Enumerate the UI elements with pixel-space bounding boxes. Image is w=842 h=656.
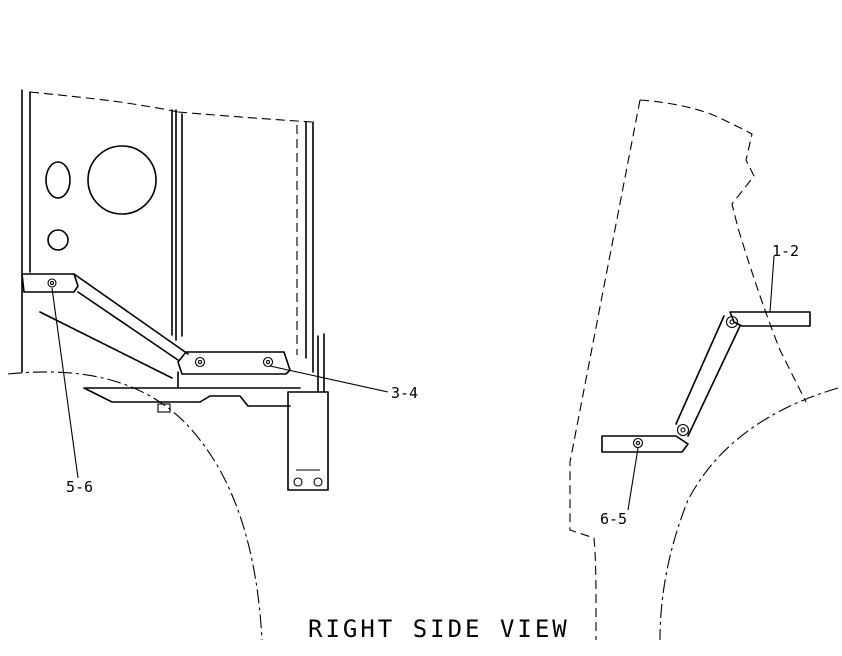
callout-3-4: 3-4 bbox=[391, 384, 418, 402]
middle-bolt-a bbox=[194, 356, 206, 368]
middle-pivot bbox=[676, 423, 690, 437]
base-plate bbox=[83, 371, 301, 407]
base-bolt-head bbox=[157, 403, 171, 413]
leader-1-2 bbox=[769, 255, 775, 313]
right-frame-edge bbox=[639, 99, 807, 403]
middle-bolt-b-inner bbox=[265, 359, 271, 365]
channel-right-wall bbox=[305, 121, 314, 373]
left-bolt bbox=[47, 278, 57, 288]
frame-hole-small bbox=[47, 229, 69, 251]
left-wheel-arc bbox=[7, 371, 263, 641]
left-bolt-inner bbox=[49, 280, 55, 286]
bottom-bolt-inner bbox=[635, 440, 641, 446]
callout-5-6: 5-6 bbox=[66, 478, 93, 496]
right-assembly bbox=[569, 99, 839, 641]
callout-1-2: 1-2 bbox=[772, 242, 799, 260]
channel-left-wall bbox=[171, 109, 183, 341]
arm-lower-edge bbox=[39, 311, 173, 379]
link-arm bbox=[675, 315, 741, 437]
leader-3-4 bbox=[269, 365, 389, 393]
middle-bolt-a-inner bbox=[197, 359, 203, 365]
hanging-bolt-b bbox=[313, 477, 323, 487]
left-pad bbox=[21, 273, 79, 293]
hanging-bracket bbox=[287, 333, 329, 491]
leader-5-6 bbox=[51, 287, 79, 479]
leader-6-5 bbox=[627, 447, 639, 511]
view-title: RIGHT SIDE VIEW bbox=[308, 615, 570, 643]
left-assembly bbox=[7, 89, 329, 641]
bottom-bolt bbox=[632, 437, 644, 449]
right-wheel-arc bbox=[659, 387, 839, 641]
middle-pad bbox=[177, 351, 291, 375]
bottom-pad bbox=[601, 435, 689, 453]
top-pivot-inner bbox=[729, 319, 735, 325]
callout-6-5: 6-5 bbox=[600, 510, 627, 528]
frame-outline bbox=[21, 89, 31, 373]
frame-dash-edge bbox=[29, 91, 313, 123]
frame-hole-large bbox=[87, 145, 157, 215]
frame-hole-oval bbox=[45, 161, 71, 199]
top-pivot bbox=[725, 315, 739, 329]
hanging-bolt-a bbox=[293, 477, 303, 487]
right-frame-left bbox=[569, 99, 641, 640]
middle-bolt-b bbox=[262, 356, 274, 368]
middle-pivot-inner bbox=[680, 427, 686, 433]
